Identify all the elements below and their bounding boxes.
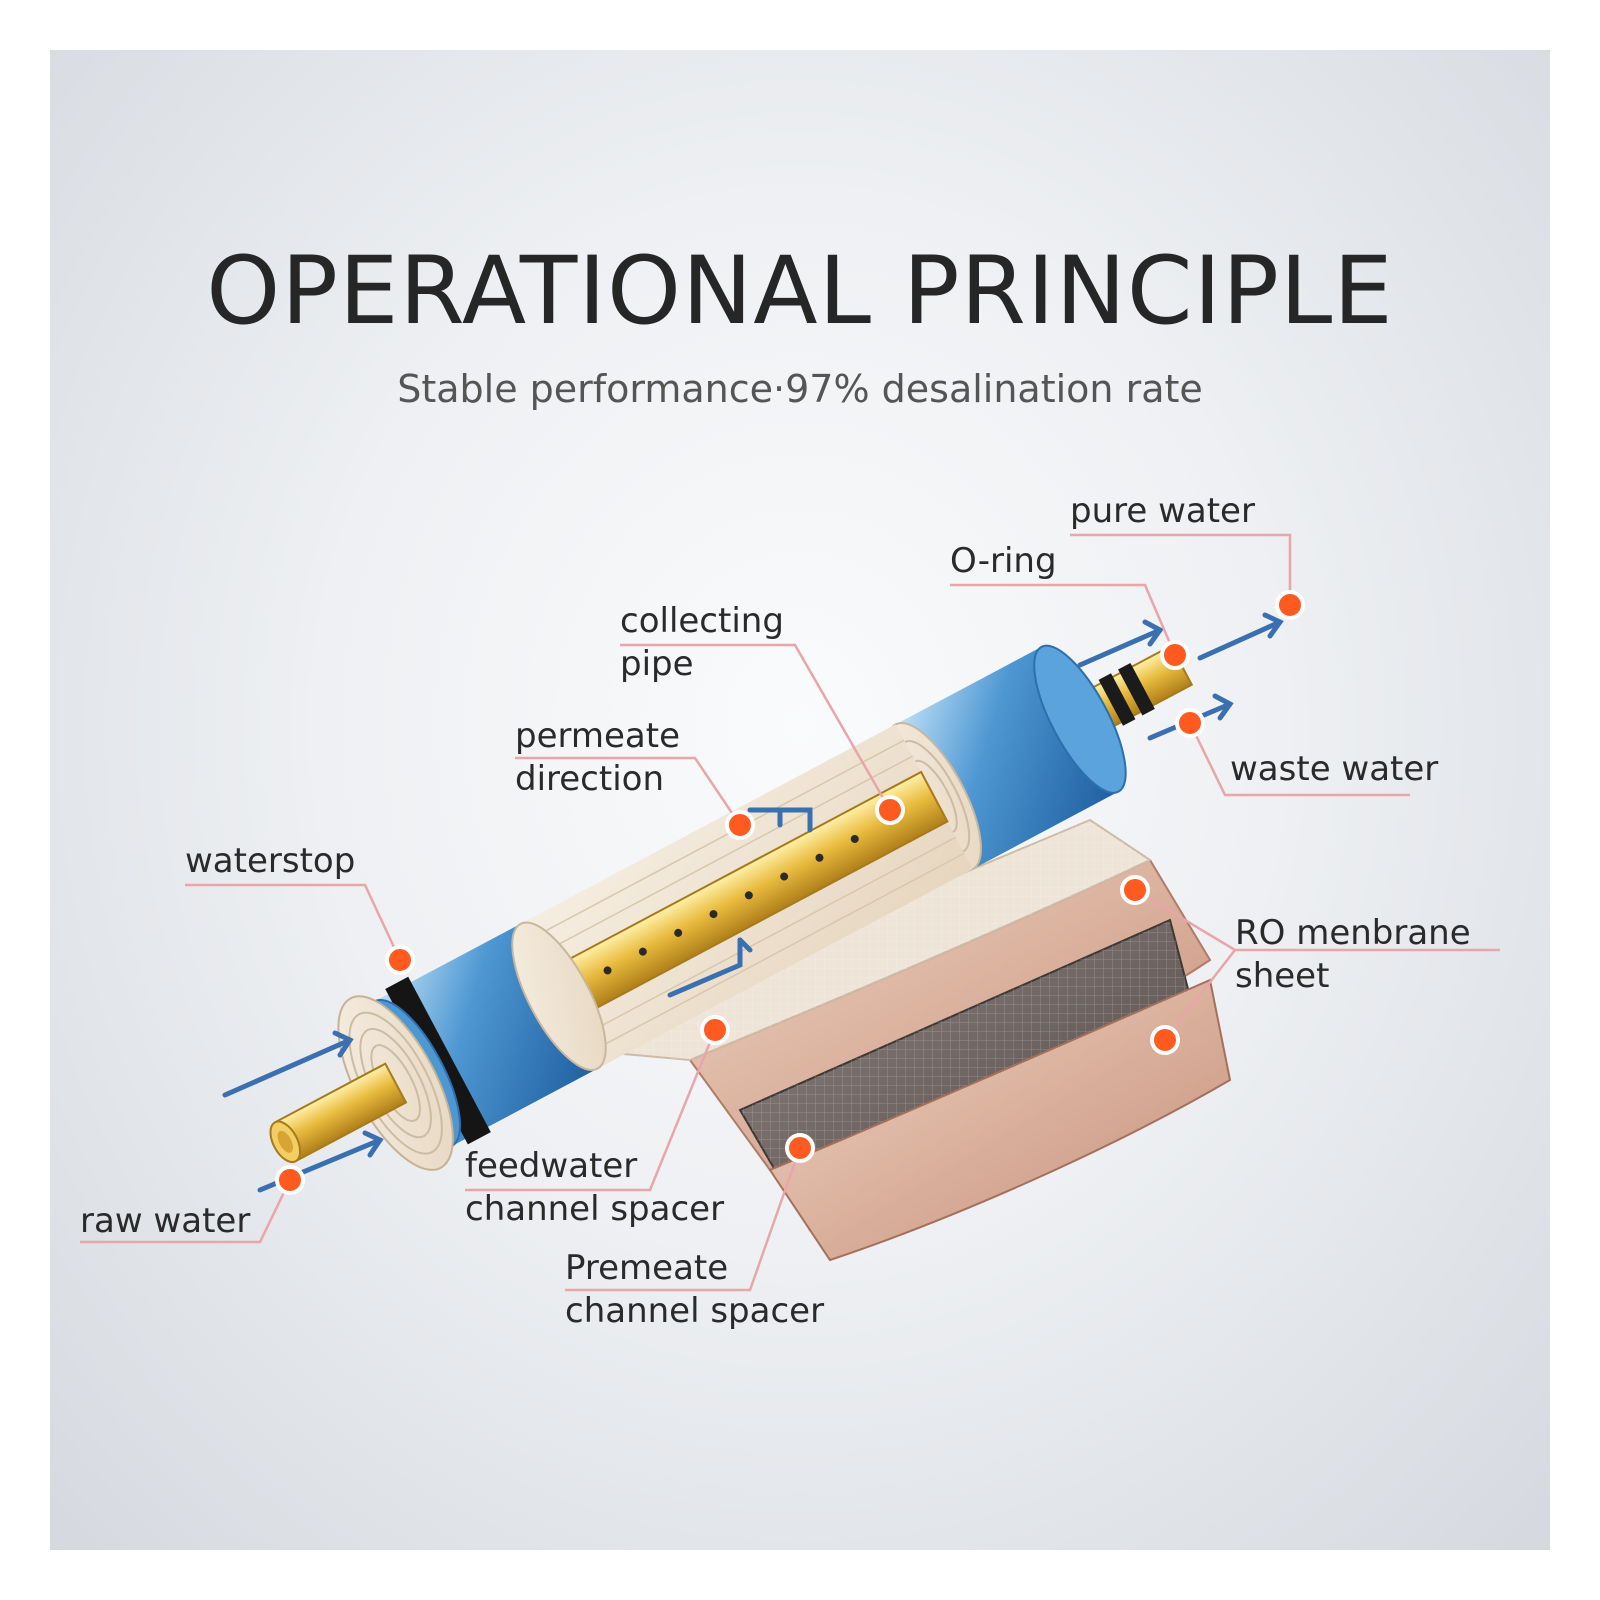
label-waterstop: waterstop [185, 841, 356, 881]
label-o-ring: O-ring [950, 541, 1057, 581]
marker-ro-membrane-1 [1120, 875, 1150, 905]
marker-ro-membrane-2 [1150, 1025, 1180, 1055]
marker-feedwater-spacer [700, 1015, 730, 1045]
label-premeate-spacer: Premeate channel spacer [565, 1248, 825, 1331]
leader-lines [80, 533, 1500, 1292]
marker-premeate-spacer [785, 1133, 815, 1163]
label-feedwater-spacer: feedwater channel spacer [465, 1146, 725, 1229]
callout-markers [275, 590, 1305, 1195]
label-ro-membrane: RO menbrane sheet [1235, 913, 1471, 996]
ro-membrane-sheet-front [768, 978, 1232, 1262]
ro-membrane-module [269, 644, 1194, 1171]
ro-membrane-diagram [80, 533, 1500, 1292]
label-pure-water: pure water [1070, 491, 1255, 531]
marker-pure-water [1275, 590, 1305, 620]
label-raw-water: raw water [80, 1201, 251, 1241]
label-permeate-direction: permeate direction [515, 716, 681, 799]
marker-permeate-direction [725, 810, 755, 840]
page-title: OPERATIONAL PRINCIPLE [206, 237, 1394, 346]
marker-collecting-pipe [875, 795, 905, 825]
marker-waterstop [385, 945, 415, 975]
page-subtitle: Stable performance·97% desalination rate [397, 367, 1203, 411]
marker-waste-water [1175, 708, 1205, 738]
diagram-panel: OPERATIONAL PRINCIPLE Stable performance… [50, 50, 1550, 1550]
o-ring [1098, 673, 1136, 726]
label-waste-water: waste water [1230, 749, 1439, 789]
label-collecting-pipe: collecting pipe [620, 601, 784, 684]
flow-arrows [222, 612, 1284, 1193]
marker-raw-water [275, 1165, 305, 1195]
marker-o-ring [1160, 640, 1190, 670]
